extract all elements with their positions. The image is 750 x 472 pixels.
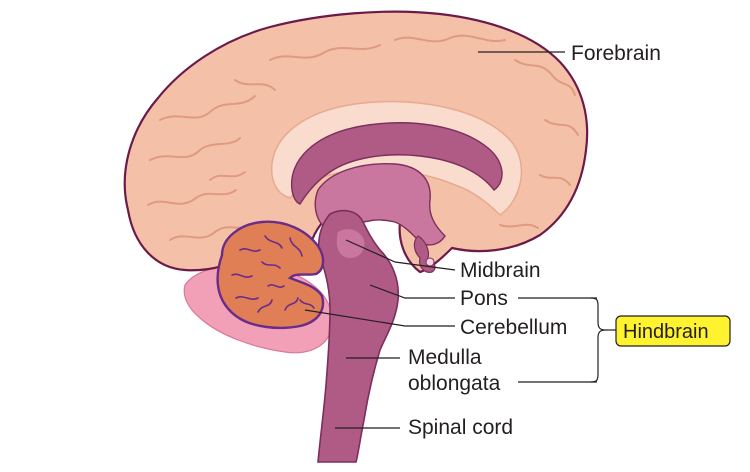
midbrain-patch [336,229,365,258]
label-hindbrain: Hindbrain [623,321,709,343]
leader-cerebellum [304,309,455,327]
label-medulla-line1: Medulla [408,346,482,369]
hindbrain-bracket [590,297,607,383]
brainstem [317,209,400,463]
leader-lines [304,51,597,429]
cerebellum-folia [231,235,315,313]
label-medulla-line2: oblongata [408,372,501,395]
corpus-callosum [290,122,503,205]
leader-midbrain [345,239,456,271]
hindbrain-highlight-box [615,315,731,347]
leader-pons [369,284,455,299]
label-spinal-cord: Spinal cord [408,416,513,439]
gyri-lines [147,34,579,241]
pituitary-dot [425,257,435,267]
label-pons: Pons [460,287,508,310]
label-forebrain: Forebrain [571,42,661,65]
label-cerebellum: Cerebellum [460,316,567,339]
label-midbrain: Midbrain [460,259,541,282]
